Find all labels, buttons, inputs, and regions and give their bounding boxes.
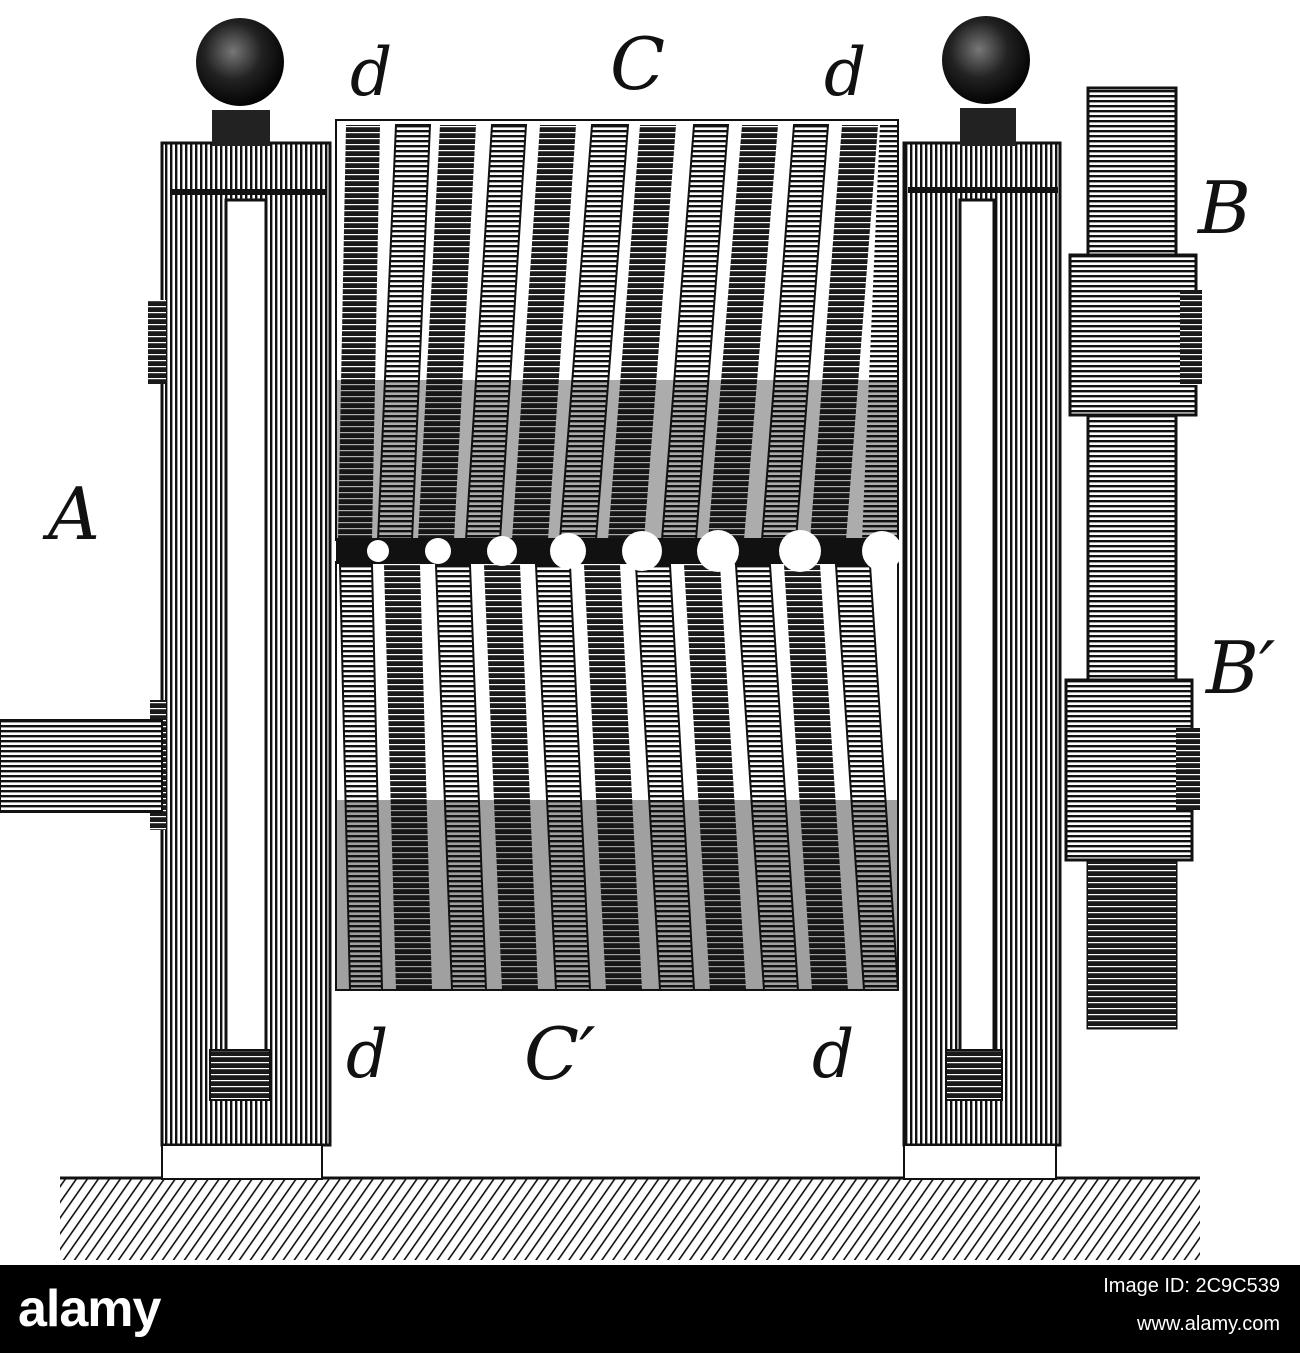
label-B: B bbox=[1198, 166, 1251, 250]
label-d-top-right: d bbox=[824, 34, 867, 111]
lower-pinion bbox=[1064, 678, 1200, 862]
label-B-prime: B′ bbox=[1206, 626, 1276, 710]
label-d-top-left: d bbox=[350, 34, 393, 111]
label-d-bottom-right: d bbox=[812, 1016, 855, 1093]
left-knob bbox=[196, 18, 284, 146]
upper-roller bbox=[336, 120, 898, 540]
illustration: d C d A B B′ d C′ d bbox=[0, 16, 1276, 1260]
lower-roller bbox=[336, 562, 898, 990]
upper-pinion bbox=[1068, 253, 1202, 417]
label-C: C bbox=[610, 22, 666, 106]
gear-wheel bbox=[1086, 86, 1178, 1030]
right-knob bbox=[942, 16, 1030, 146]
right-frame bbox=[902, 141, 1062, 1180]
label-C-prime: C′ bbox=[524, 1012, 596, 1096]
drive-shaft bbox=[0, 719, 163, 813]
label-A: A bbox=[48, 472, 100, 556]
left-frame bbox=[148, 141, 332, 1180]
alamy-logo: alamy bbox=[18, 1280, 161, 1338]
ground-base bbox=[60, 1176, 1200, 1260]
ball-row bbox=[336, 530, 902, 572]
image-id: Image ID: 2C9C539 bbox=[1103, 1275, 1280, 1297]
label-d-bottom-left: d bbox=[346, 1016, 389, 1093]
stock-footer: alamy Image ID: 2C9C539 www.alamy.com bbox=[0, 1265, 1300, 1353]
site-url: www.alamy.com bbox=[1137, 1313, 1280, 1335]
